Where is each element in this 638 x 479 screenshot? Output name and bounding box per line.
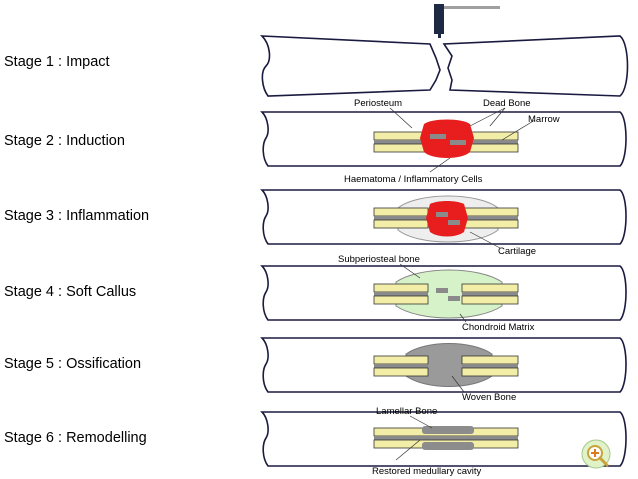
stage-6-label: Stage 6 : Remodelling (4, 430, 147, 446)
lamellar-bone (422, 426, 474, 434)
stage-1: Stage 1 : Impact (4, 35, 629, 97)
lamellar-bone-label: Lamellar Bone (376, 406, 437, 417)
stage-6: Stage 6 : Remodelling Lamellar Bone Rest… (4, 406, 627, 477)
cartilage-label: Cartilage (498, 246, 536, 257)
stage-1-bone (259, 35, 629, 97)
stage-4: Stage 4 : Soft Callus Subperiosteal bone… (4, 254, 627, 333)
dead-bone-label: Dead Bone (483, 98, 531, 109)
hammer-icon (434, 4, 500, 38)
stage-2: Stage 2 : Induction Periosteum Dead Bone… (4, 98, 627, 185)
chondroid-matrix-label: Chondroid Matrix (462, 322, 535, 333)
stage-3: Stage 3 : Inflammation Cartilage (4, 189, 627, 257)
stage-5: Stage 5 : Ossification Woven Bone (4, 337, 627, 403)
stage-5-bone (260, 337, 627, 393)
soft-callus (395, 269, 503, 319)
stage-4-label: Stage 4 : Soft Callus (4, 284, 136, 300)
periosteum-label: Periosteum (354, 98, 402, 109)
haematoma-label: Haematoma / Inflammatory Cells (344, 174, 483, 185)
stage-6-bone (260, 411, 627, 467)
subperiosteal-bone-label: Subperiosteal bone (338, 254, 420, 265)
haematoma (426, 201, 468, 237)
restored-medullary-cavity-label: Restored medullary cavity (372, 466, 482, 477)
marrow-label: Marrow (528, 114, 560, 125)
stage-1-label: Stage 1 : Impact (4, 54, 110, 70)
zoom-in-icon[interactable] (581, 439, 611, 469)
stage-3-bone (260, 189, 627, 245)
haematoma (420, 119, 474, 158)
stage-2-annotations (389, 107, 536, 173)
stage-4-bone (260, 265, 627, 321)
stage-2-bone (260, 111, 627, 167)
woven-bone-label: Woven Bone (462, 392, 516, 403)
stage-3-label: Stage 3 : Inflammation (4, 208, 149, 224)
stage-5-label: Stage 5 : Ossification (4, 356, 141, 372)
stage-2-label: Stage 2 : Induction (4, 133, 125, 149)
